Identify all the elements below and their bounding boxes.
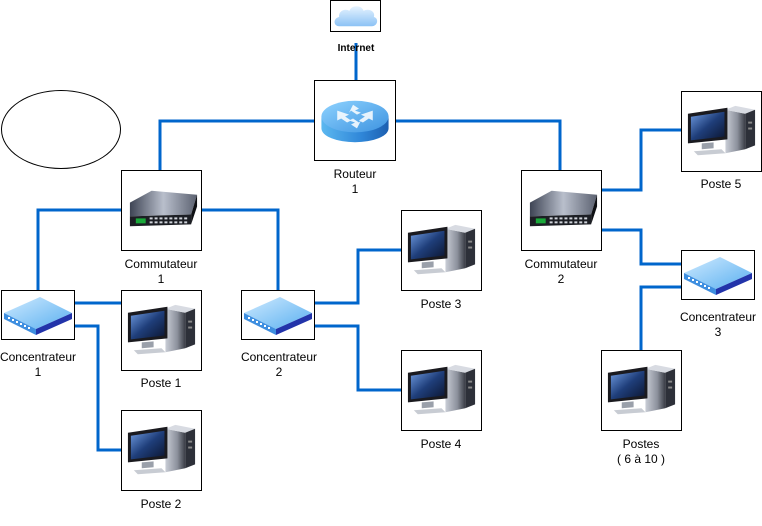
desktop-computer-icon: [122, 291, 201, 370]
switch-2-label: Commutateur 2: [524, 257, 598, 286]
workstation-1-node[interactable]: [121, 290, 202, 371]
workstation-1-label: Poste 1: [140, 376, 182, 390]
router-1-node[interactable]: [314, 80, 396, 161]
hub-2-node[interactable]: [241, 290, 315, 340]
workstation-2-label: Poste 2: [140, 497, 182, 511]
hub-1-label: Concentrateur 1: [0, 350, 77, 379]
workstations-6-10-label: Postes ( 6 à 10 ): [616, 437, 666, 466]
desktop-computer-icon: [682, 92, 761, 171]
workstations-6-10-node[interactable]: [601, 350, 682, 431]
workstation-2-node[interactable]: [121, 410, 202, 491]
link-switch1-hub1: [36, 208, 122, 290]
link-switch1-hub2: [202, 208, 280, 290]
link-hub1-pc2: [74, 324, 122, 452]
link-switch2-pc5: [601, 128, 682, 192]
link-switch2-hub3: [601, 228, 682, 266]
workstation-4-node[interactable]: [401, 350, 482, 431]
switch-icon: [522, 171, 601, 250]
workstation-4-label: Poste 4: [420, 437, 462, 451]
desktop-computer-icon: [122, 411, 201, 490]
link-router1-switch2: [396, 119, 562, 170]
workstation-5-label: Poste 5: [700, 177, 742, 191]
blank-ellipse-shape[interactable]: [1, 90, 121, 169]
desktop-computer-icon: [402, 351, 481, 430]
hub-1-node[interactable]: [1, 290, 75, 340]
link-hub3-pc6-10: [639, 285, 682, 350]
hub-icon: [2, 291, 74, 339]
cloud-icon: [331, 1, 380, 31]
hub-3-label: Concentrateur 3: [679, 310, 757, 339]
link-hub2-pc3: [314, 248, 402, 305]
switch-2-node[interactable]: [521, 170, 602, 251]
hub-icon: [242, 291, 314, 339]
switch-1-node[interactable]: [121, 170, 202, 251]
switch-icon: [122, 171, 201, 250]
internet-label: Internet: [337, 43, 375, 54]
workstation-3-node[interactable]: [401, 210, 482, 291]
link-router1-switch1: [158, 119, 314, 170]
switch-1-label: Commutateur 1: [124, 257, 198, 286]
hub-icon: [682, 251, 754, 299]
internet-cloud-node[interactable]: [330, 0, 381, 32]
desktop-computer-icon: [602, 351, 681, 430]
link-hub2-pc4: [314, 324, 402, 392]
workstation-3-label: Poste 3: [420, 297, 462, 311]
desktop-computer-icon: [402, 211, 481, 290]
hub-2-label: Concentrateur 2: [240, 350, 318, 379]
workstation-5-node[interactable]: [681, 91, 762, 172]
hub-3-node[interactable]: [681, 250, 755, 300]
router-icon: [315, 81, 395, 160]
router-1-label: Routeur 1: [333, 167, 377, 196]
